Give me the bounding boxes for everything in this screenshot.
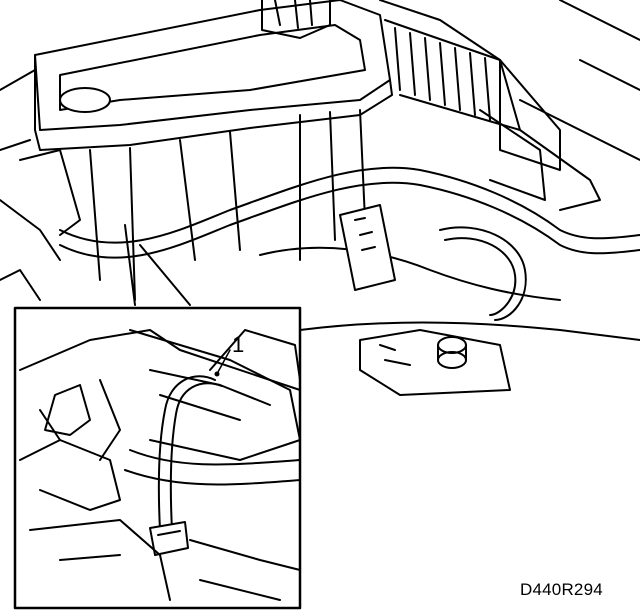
wire-harness-detail <box>129 449 301 466</box>
wire-harness <box>439 226 527 321</box>
connector-block <box>339 204 396 291</box>
selector-housing-frame <box>34 0 391 131</box>
ribbed-side <box>379 0 521 131</box>
oval-recess <box>59 87 111 113</box>
callout-leader <box>217 349 231 373</box>
cable-tie-loop <box>157 375 216 531</box>
cable-tie-connector <box>149 521 189 556</box>
bolt <box>437 336 467 369</box>
gear-slot <box>261 0 331 39</box>
callout-1: 1 <box>232 332 244 357</box>
detail-inset <box>13 306 302 610</box>
detail-leader-left <box>124 224 136 306</box>
figure-reference-code: D440R294 <box>520 580 603 599</box>
detail-leader-right <box>139 244 191 306</box>
main-view <box>0 0 640 396</box>
cable-main <box>59 166 640 244</box>
